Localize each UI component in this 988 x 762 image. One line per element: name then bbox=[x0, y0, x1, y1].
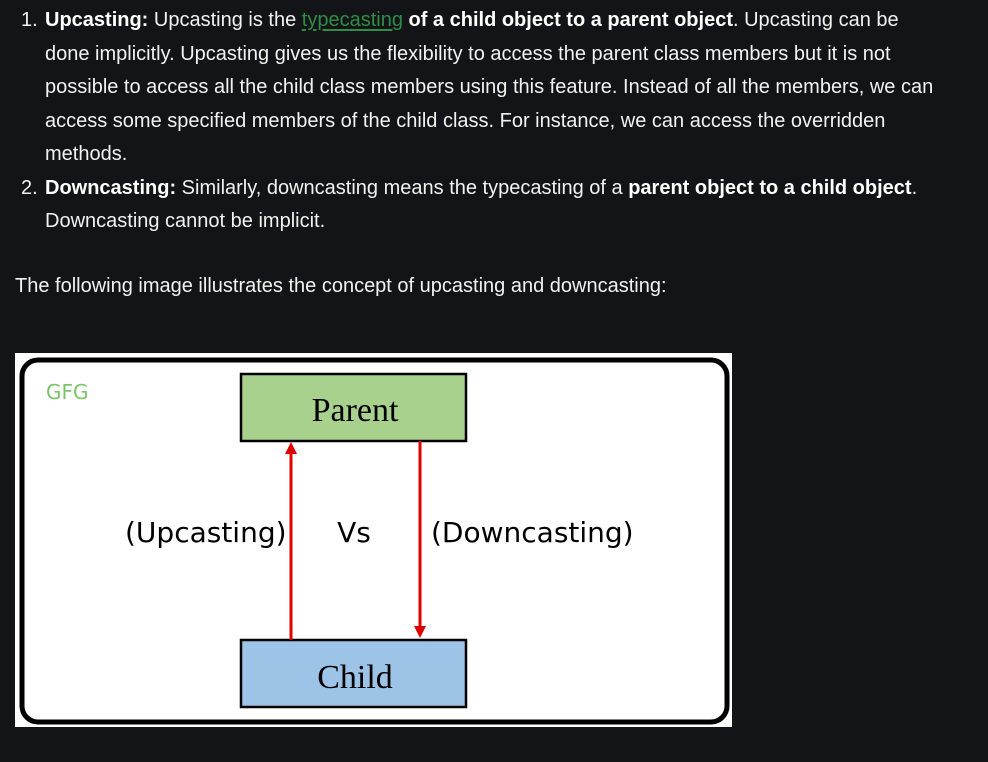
list-item-downcasting: 2. Downcasting: Similarly, downcasting m… bbox=[0, 172, 988, 239]
typecasting-link[interactable]: typecasting bbox=[301, 9, 403, 31]
parent-box bbox=[239, 372, 468, 443]
item-text: Similarly, downcasting means the typecas… bbox=[176, 176, 629, 199]
upcasting-downcasting-figure: GFG Parent Child (Upcasting) Vs (Downcas… bbox=[15, 353, 732, 727]
emphasis-text: of a child object to a parent object bbox=[408, 9, 733, 31]
vs-label: Vs bbox=[337, 516, 371, 549]
figure-frame bbox=[19, 357, 730, 725]
parent-label: Parent bbox=[312, 392, 399, 429]
child-box bbox=[239, 638, 468, 709]
list-number: 1. bbox=[21, 9, 38, 31]
item-text: . Upcasting can be done implicitly. Upca… bbox=[45, 9, 934, 165]
child-label: Child bbox=[317, 659, 393, 696]
upcasting-label: (Upcasting) bbox=[125, 516, 287, 549]
term-upcasting: Upcasting: bbox=[45, 9, 149, 31]
upcasting-arrowhead bbox=[285, 442, 297, 454]
casting-types-list: 1. Upcasting: Upcasting is the typecasti… bbox=[0, 4, 988, 239]
gfg-watermark: GFG bbox=[46, 380, 89, 404]
term-downcasting: Downcasting: bbox=[45, 176, 177, 199]
downcasting-label: (Downcasting) bbox=[431, 516, 634, 549]
emphasis-text: parent object to a child object bbox=[628, 176, 912, 199]
list-item-upcasting: 1. Upcasting: Upcasting is the typecasti… bbox=[0, 4, 988, 172]
item-text: Upcasting is the bbox=[148, 9, 302, 31]
figure-diagram: GFG Parent Child (Upcasting) Vs (Downcas… bbox=[19, 357, 730, 725]
item-text: . Downcasting cannot be implicit. bbox=[45, 176, 918, 233]
downcasting-arrowhead bbox=[414, 626, 426, 638]
list-number: 2. bbox=[21, 176, 38, 199]
figure-intro-text: The following image illustrates the conc… bbox=[15, 275, 667, 297]
